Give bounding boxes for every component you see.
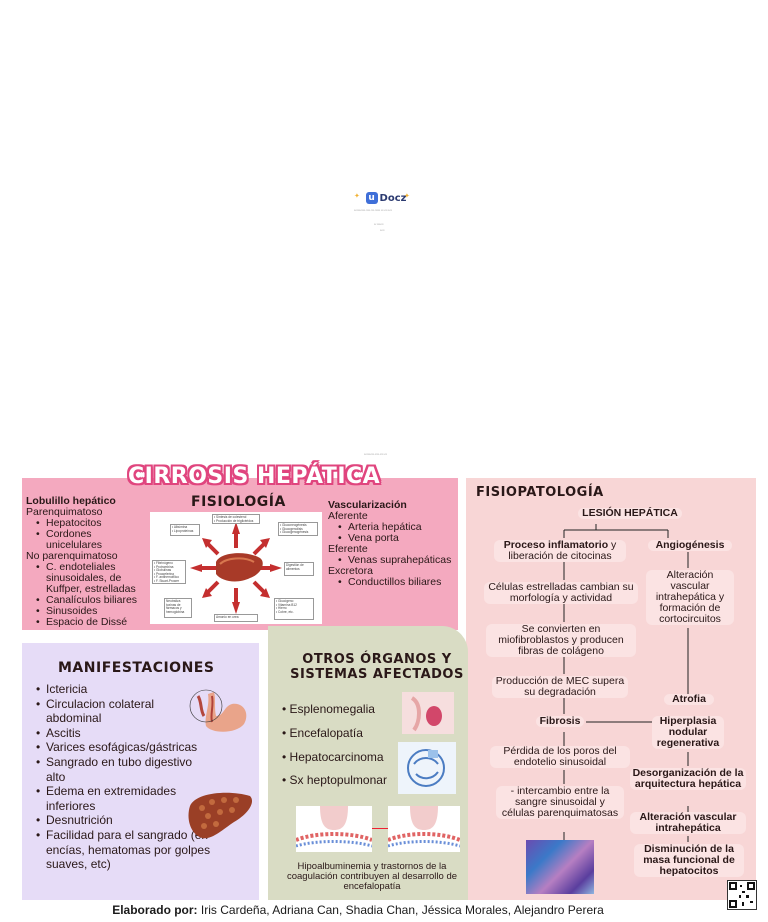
- diagram-box-albumina: • Albúmina• Lipoproteínas: [170, 524, 200, 536]
- list-item: Sinusoides: [36, 606, 150, 618]
- liver-diagram-svg: [190, 522, 282, 614]
- list-item: Conductillos biliares: [338, 577, 456, 589]
- list-item: Vena porta: [338, 533, 456, 545]
- node-lesion-hepatica: LESIÓN HEPÁTICA: [578, 508, 682, 519]
- liver-function-diagram: • Albúmina• Lipoproteínas • Síntesis de …: [150, 512, 322, 624]
- lobulillo-title: Lobulillo hepático: [26, 495, 116, 507]
- list-item: Cordones unicelulares: [36, 529, 150, 551]
- node-alteracion-vascular-cortocircuitos: Alteración vascular intrahepática y form…: [646, 570, 734, 625]
- otros-item-encefalopatia: • Encefalopatía: [282, 726, 363, 740]
- otros-caption: Hipoalbuminemia y trastornos de la coagu…: [286, 861, 458, 892]
- aferente-label: Aferente: [328, 510, 368, 522]
- udocz-u-icon: u: [365, 192, 378, 204]
- list-item: Facilidad para el sangrado (en encías, h…: [36, 828, 212, 872]
- no-parenquimatoso-list: C. endoteliales sinusoidales, de Kuffper…: [36, 562, 150, 629]
- node-disminucion-masa: Disminución de la masa funcional de hepa…: [634, 844, 744, 877]
- diagram-box-colesterol: • Síntesis de colesterol• Producción de …: [212, 514, 260, 524]
- otros-label: Hepatocarcinoma: [289, 750, 384, 764]
- manifestaciones-heading: MANIFESTACIONES: [58, 660, 215, 676]
- main-title: CIRROSIS HEPÁTICA: [128, 464, 381, 489]
- sparkle-icon: ✦: [404, 193, 410, 200]
- list-item: Edema en extremidades inferiores: [36, 784, 212, 813]
- cover-line-1: ########## #### ### ##### ## ### ####: [354, 210, 392, 212]
- list-item: Canalículos biliares: [36, 595, 150, 607]
- credits-label: Elaborado por:: [112, 903, 198, 917]
- histology-image: [526, 840, 594, 894]
- brain-lab-image: [398, 742, 456, 794]
- fisiologia-heading: FISIOLOGÍA: [191, 494, 286, 510]
- credits-names: Iris Cardeña, Adriana Can, Shadia Chan, …: [197, 903, 604, 917]
- otros-item-esplenomegalia: • Esplenomegalia: [282, 702, 375, 716]
- list-item: Espacio de Dissé: [36, 617, 150, 629]
- list-item: Circulacion colateral abdominal: [36, 697, 212, 726]
- udocz-wordmark: Docz: [379, 192, 407, 204]
- diagram-box-amonio: Amonio en urea: [214, 614, 258, 622]
- list-item: Sangrado en tubo digestivo alto: [36, 755, 212, 784]
- cover-line-2: ## ######: [374, 224, 384, 226]
- stomach-varices-image: [186, 686, 252, 736]
- spleen-image: [402, 692, 454, 734]
- list-item: Varices esofágicas/gástricas: [36, 740, 212, 755]
- eferente-list: Venas suprahepáticas: [338, 555, 456, 567]
- sparkle-icon: ✦: [354, 193, 360, 200]
- list-item: Ictericia: [36, 682, 212, 697]
- node-hiperplasia: Hiperplasia nodular regenerativa: [652, 716, 724, 749]
- excretora-label: Excretora: [328, 565, 373, 577]
- list-item: Arteria hepática: [338, 522, 456, 534]
- otros-item-sx-heptopulmonar: • Sx heptopulmonar: [282, 773, 387, 787]
- aferente-list: Arteria hepática Vena porta: [338, 522, 456, 545]
- diagram-box-digestion: Digestión de alimentos: [284, 562, 314, 576]
- eferente-label: Eferente: [328, 543, 368, 555]
- vascularizacion-block: Vascularización Aferente Arteria hepátic…: [328, 499, 456, 589]
- fisiopatologia-heading: FISIOPATOLOGÍA: [476, 485, 604, 500]
- credits: Elaborado por: Iris Cardeña, Adriana Can…: [0, 903, 716, 917]
- parenquimatoso-label: Parenquimatoso: [26, 506, 103, 518]
- arrow-connector: [372, 828, 388, 829]
- flowchart-connectors: [563, 524, 689, 842]
- node-fibrosis: Fibrosis: [536, 716, 584, 727]
- node-proceso-inflamatorio: Proceso inflamatorio y liberación de cit…: [494, 540, 626, 562]
- parenquimatoso-list: Hepatocitos Cordones unicelulares: [36, 518, 150, 551]
- list-item: Ascitis: [36, 726, 212, 741]
- list-item: Venas suprahepáticas: [338, 555, 456, 567]
- vascularizacion-title: Vascularización: [328, 499, 407, 511]
- node-angiogenesis: Angiogénesis: [648, 540, 732, 551]
- cirrhotic-liver-image: [186, 788, 256, 842]
- cover-page: ✦ u Docz ✦ ########## #### ### ##### ## …: [0, 0, 768, 456]
- node-miofibroblastos: Se convierten en miofibroblastos y produ…: [486, 624, 636, 657]
- lobulillo-block: Lobulillo hepático Parenquimatoso Hepato…: [26, 495, 150, 629]
- node-desorganizacion: Desorganización de la arquitectura hepát…: [630, 768, 746, 790]
- node-proceso-rest: y liberación de citocinas: [508, 539, 617, 562]
- node-alteracion-vascular-intrahepatica: Alteración vascular intrahepática: [630, 812, 746, 834]
- node-atrofia: Atrofia: [664, 694, 714, 705]
- manifestaciones-list: Ictericia Circulacion colateral abdomina…: [36, 682, 212, 872]
- otros-label: Sx heptopulmonar: [289, 773, 387, 787]
- otros-label: Encefalopatía: [289, 726, 363, 740]
- synapse-image-1: [295, 806, 373, 852]
- list-item: C. endoteliales sinusoidales, de Kuffper…: [36, 562, 150, 595]
- qr-code: [727, 880, 757, 910]
- node-celulas-estrelladas: Células estrelladas cambian su morfologí…: [484, 582, 638, 604]
- cover-line-4: ######### #### ### ###: [364, 454, 387, 456]
- list-item: Desnutrición: [36, 813, 212, 828]
- node-perdida-poros: Pérdida de los poros del endotelio sinus…: [490, 746, 630, 768]
- node-proceso-bold: Proceso inflamatorio: [503, 539, 609, 551]
- node-produccion-mec: Producción de MEC supera su degradación: [492, 676, 628, 698]
- list-item: Hepatocitos: [36, 518, 150, 530]
- synapse-image-2: [387, 806, 461, 852]
- otros-label: Esplenomegalia: [289, 702, 375, 716]
- diagram-box-vitaminas: • Glucógeno• Vitamina B12• Hierro• Cobre…: [274, 598, 314, 620]
- otros-organos-heading: OTROS ÓRGANOS Y SISTEMAS AFECTADOS: [290, 652, 464, 682]
- no-parenquimatoso-label: No parenquimatoso: [26, 550, 118, 562]
- node-intercambio: - intercambio entre la sangre sinusoidal…: [496, 786, 624, 819]
- diagram-box-fibrinogeno: • Fibrinógeno• Protrombina• Globulinas• …: [152, 560, 186, 584]
- otros-item-hepatocarcinoma: • Hepatocarcinoma: [282, 750, 384, 764]
- diagram-box-gluco: • Gluconeogénesis• Glucogenolisis• Gluco…: [278, 522, 318, 536]
- cover-line-3: ####: [380, 230, 385, 232]
- excretora-list: Conductillos biliares: [338, 577, 456, 589]
- diagram-box-neutraliza: Neutraliza toxinas de fármacos y hemoglo…: [164, 598, 192, 618]
- udocz-logo: u Docz: [356, 188, 416, 208]
